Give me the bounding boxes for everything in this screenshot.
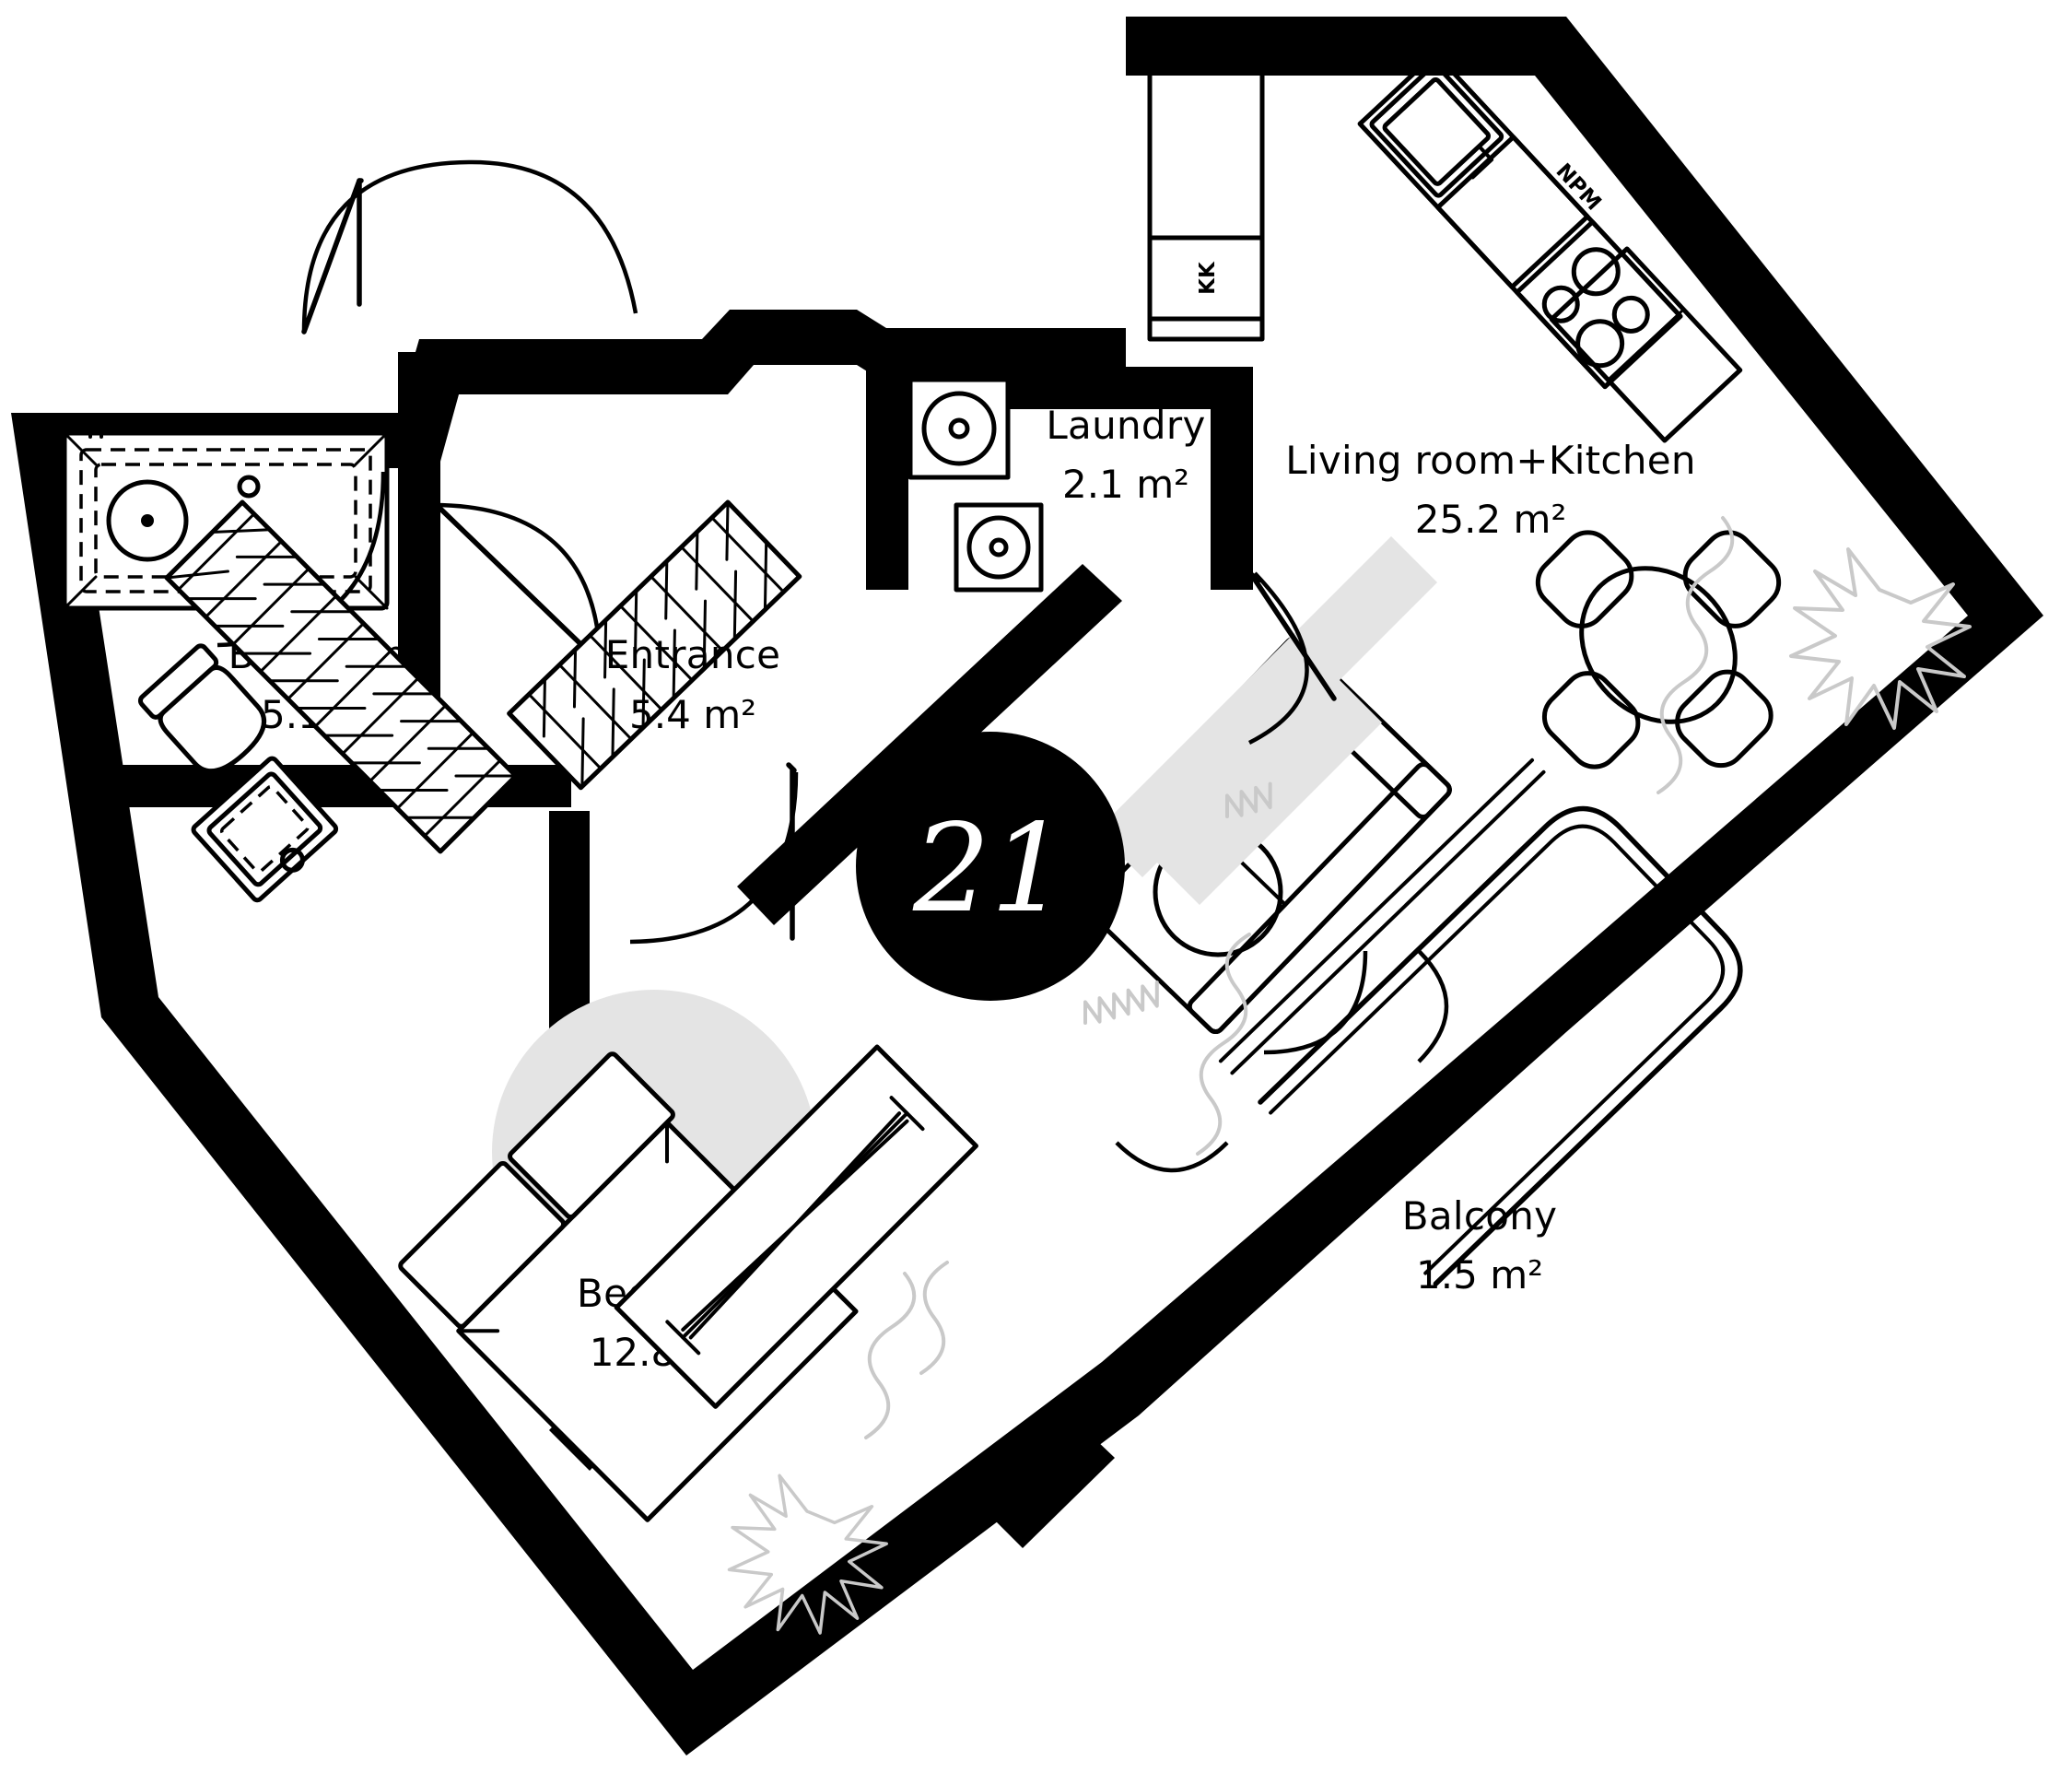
room-area-laundry: 2.1 m² xyxy=(1062,462,1189,507)
plant-icon-bedroom xyxy=(727,1474,888,1635)
dining-table-icon xyxy=(1579,566,1738,724)
rug-zigzag-edge xyxy=(1083,781,1272,1025)
curtain-decor xyxy=(864,516,1735,1439)
kitchen-sink-icon xyxy=(1369,63,1504,198)
room-area-balcony: 1.5 m² xyxy=(1416,1252,1543,1297)
balcony-doors xyxy=(1115,949,1449,1173)
room-label-laundry: Laundry xyxy=(1046,403,1205,448)
balcony-group: Balcony 1.5 m² xyxy=(1218,757,1743,1297)
refrigerator-icon xyxy=(1147,235,1265,342)
badge-circle-icon xyxy=(856,732,1125,1001)
kitchen-counter-lower xyxy=(1549,246,1743,443)
cooktop-icon xyxy=(1515,219,1683,390)
kitchen-group: KK NPM xyxy=(1147,49,1743,443)
plant-icon-living xyxy=(1789,547,1972,730)
floor-drain-icon xyxy=(954,502,1044,593)
room-label-entrance: Entrance xyxy=(605,632,781,677)
room-area-entrance: 5.4 m² xyxy=(629,692,756,737)
entrance-group: Entrance 5.4 m² xyxy=(301,159,802,791)
room-label-balcony: Balcony xyxy=(1402,1193,1558,1239)
room-area-living: 25.2 m² xyxy=(1415,497,1567,542)
wardrobe-entrance-icon xyxy=(507,499,802,791)
balcony-railing-icon xyxy=(1258,805,1743,1286)
wardrobe-hall-icon xyxy=(614,1044,978,1409)
washing-machine-icon xyxy=(907,377,1011,480)
kitchen-run xyxy=(1357,51,1683,390)
front-door xyxy=(301,159,638,335)
dining-set xyxy=(1535,530,1782,769)
dining-chairs xyxy=(1535,530,1782,769)
living-room-group: Living room+Kitchen 25.2 m² xyxy=(1057,438,1782,1035)
room-label-living: Living room+Kitchen xyxy=(1285,438,1696,483)
badge-number-text: 21 xyxy=(912,798,1068,940)
washbasin-icon xyxy=(191,756,339,903)
refrigerator-tag: KK xyxy=(1196,261,1220,295)
living-door xyxy=(1243,567,1337,746)
unit-number-badge[interactable]: 21 xyxy=(856,732,1125,1001)
laundry-group: Laundry 2.1 m² xyxy=(907,377,1205,593)
toilet-icon xyxy=(137,643,267,774)
wardrobe-bedroom-icon xyxy=(164,499,519,854)
